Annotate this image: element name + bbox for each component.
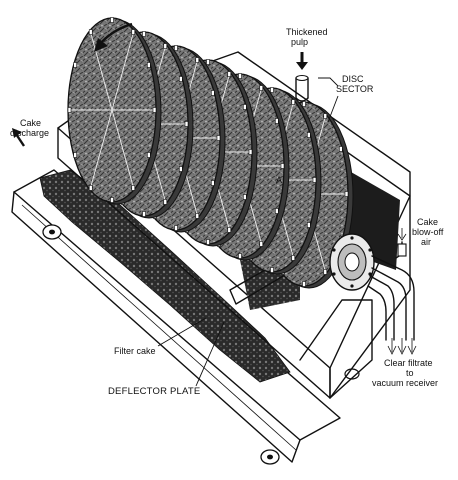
clear-filtrate-label-2: to [406, 368, 414, 378]
filter-disc [67, 17, 162, 205]
cake-discharge-label-2: discharge [10, 128, 49, 138]
clear-filtrate-label-3: vacuum receiver [372, 378, 438, 388]
filtrate-arrows-icon [387, 338, 417, 355]
cake-blowoff-label-2: blow-off [412, 227, 444, 237]
filter-discs [67, 17, 354, 289]
belt-conveyor [11, 169, 360, 465]
cake-blowoff-label-3: air [421, 237, 431, 247]
thickened-pulp-label-2: pulp [291, 37, 308, 47]
filtrate-valve-hub [329, 233, 375, 291]
thickened-pulp-label: Thickened [286, 27, 328, 37]
discharge-arrow-icon [12, 128, 25, 147]
filter-cake-label: Filter cake [114, 346, 156, 356]
cake-blowoff-label: Cake [417, 217, 438, 227]
down-arrow-icon [296, 52, 308, 70]
filtrate-pipes [367, 255, 415, 341]
blow-off-air-pipe [395, 241, 407, 259]
disc-sector-label: DISC [342, 74, 364, 84]
conveyor-roller-left [42, 224, 62, 240]
leader-lines [157, 77, 339, 387]
cake-discharge-label: Cake [20, 118, 41, 128]
clear-filtrate-label: Clear filtrate [384, 358, 433, 368]
conveyor-roller-right [260, 449, 280, 465]
rotation-arrow-icon [94, 22, 133, 52]
disc-sector-marker: A [276, 175, 282, 185]
deflector-plate-label: DEFLECTOR PLATE [108, 386, 200, 397]
blow-off-arrow-icon [397, 228, 407, 241]
discharged-cake-on-belt [39, 169, 291, 383]
feed-pipe [295, 74, 309, 102]
disc-sector-label-2: SECTOR [336, 84, 374, 94]
